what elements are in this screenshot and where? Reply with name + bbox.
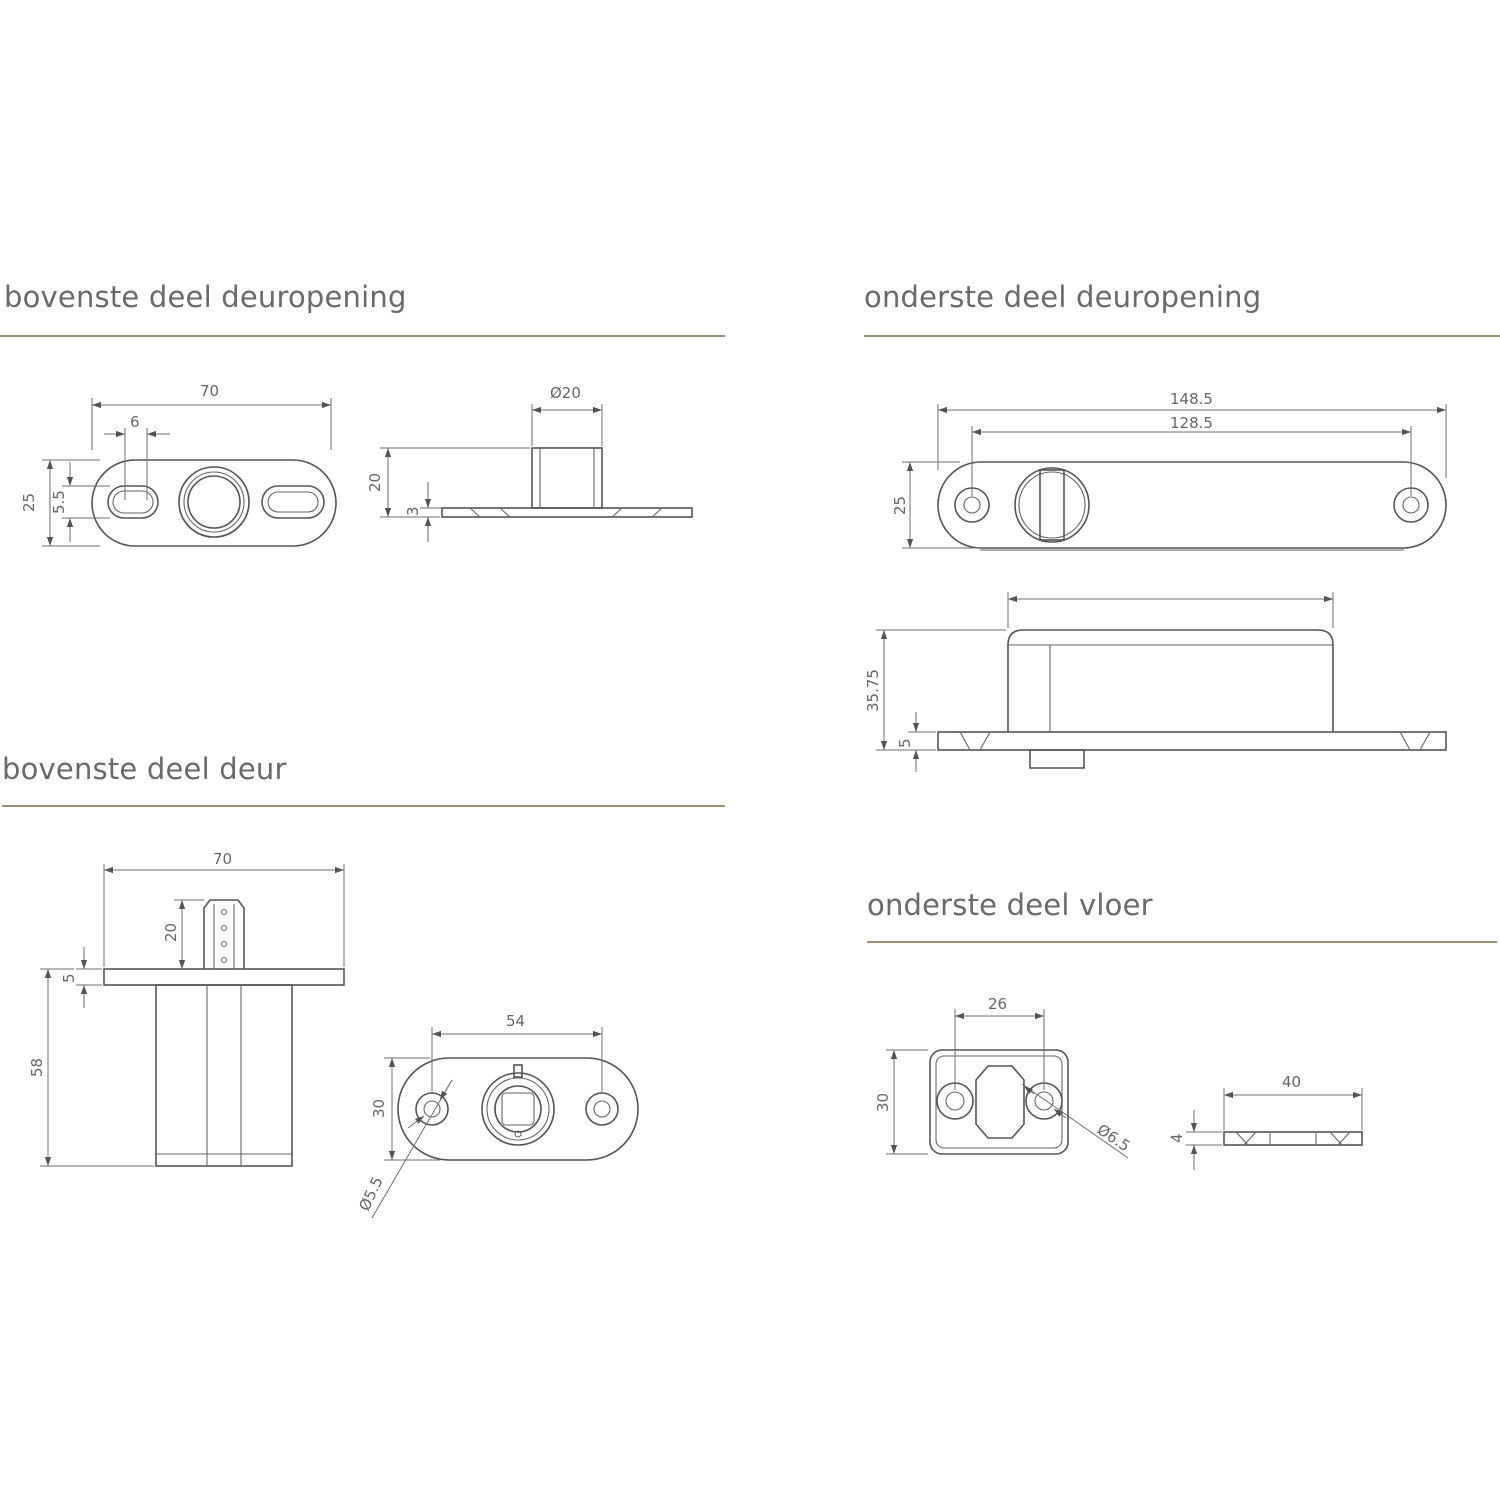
dim-top-door-pin-height: 20 [162,923,180,942]
top-door-plan-view [397,1057,639,1161]
top-opening-side-view [441,447,693,518]
dim-top-opening-slot: 6 [130,413,140,431]
top-door-side-dimensions: 70 20 5 58 [28,850,345,1167]
dim-bottom-opening-plate-thickness: 5 [896,738,914,748]
dim-bottom-floor-holes: 26 [988,995,1007,1013]
dim-top-door-width: 70 [213,850,232,868]
dim-top-opening-height: 25 [20,493,38,512]
title-top-opening: bovenste deel deuropening [4,280,407,314]
title-bottom-floor: onderste deel vloer [867,888,1153,922]
dim-top-door-plate-thickness: 5 [60,973,78,983]
rule-top-door [2,805,725,807]
bottom-floor-side-view [1223,1131,1363,1146]
dim-bottom-floor-height: 30 [874,1093,892,1112]
dim-top-opening-plate-thickness: 3 [404,506,422,516]
dim-top-door-holes: 54 [506,1012,525,1030]
rule-top-opening [0,335,725,337]
dim-top-door-hole-diameter: Ø5.5 [355,1174,386,1214]
bottom-floor-plan-dimensions: 26 30 Ø6.5 [874,995,1134,1159]
title-bottom-opening: onderste deel deuropening [864,280,1262,314]
dim-bottom-opening-height: 25 [891,496,909,515]
dim-top-door-plate-height: 30 [370,1099,388,1118]
dim-bottom-opening-side-height: 35.75 [864,669,882,712]
dim-top-opening-boss-dia: Ø20 [550,384,581,402]
bottom-opening-plan-view [937,461,1447,551]
rule-bottom-opening [864,335,1500,337]
dim-bottom-opening-holes: 128.5 [1170,414,1213,432]
bottom-opening-side-view [937,629,1447,769]
rule-bottom-floor [867,941,1497,943]
bottom-opening-side-dimensions: 35.75 5 [864,592,1334,772]
dim-top-opening-width: 70 [200,382,219,400]
dim-bottom-floor-width: 40 [1282,1073,1301,1091]
top-door-plan-dimensions: 54 30 Ø5.5 [355,1012,603,1219]
dim-bottom-floor-thickness: 4 [1168,1133,1186,1143]
bottom-opening-plan-dimensions: 148.5 128.5 25 [891,390,1447,549]
top-door-side-view [103,899,345,1167]
dim-top-opening-boss-height: 20 [366,473,384,492]
title-top-door: bovenste deel deur [2,752,287,786]
top-opening-side-dimensions: Ø20 20 3 [366,384,603,542]
dim-top-opening-slot-height: 5.5 [50,490,68,514]
top-opening-plan-dimensions: 70 6 25 5.5 [20,382,332,547]
top-opening-plan-view [91,459,337,547]
dim-top-door-body-height: 58 [28,1058,46,1077]
bottom-floor-side-dimensions: 40 4 [1168,1073,1363,1170]
dim-bottom-floor-hole-diameter: Ø6.5 [1094,1120,1134,1155]
dim-bottom-opening-overall: 148.5 [1170,390,1213,408]
